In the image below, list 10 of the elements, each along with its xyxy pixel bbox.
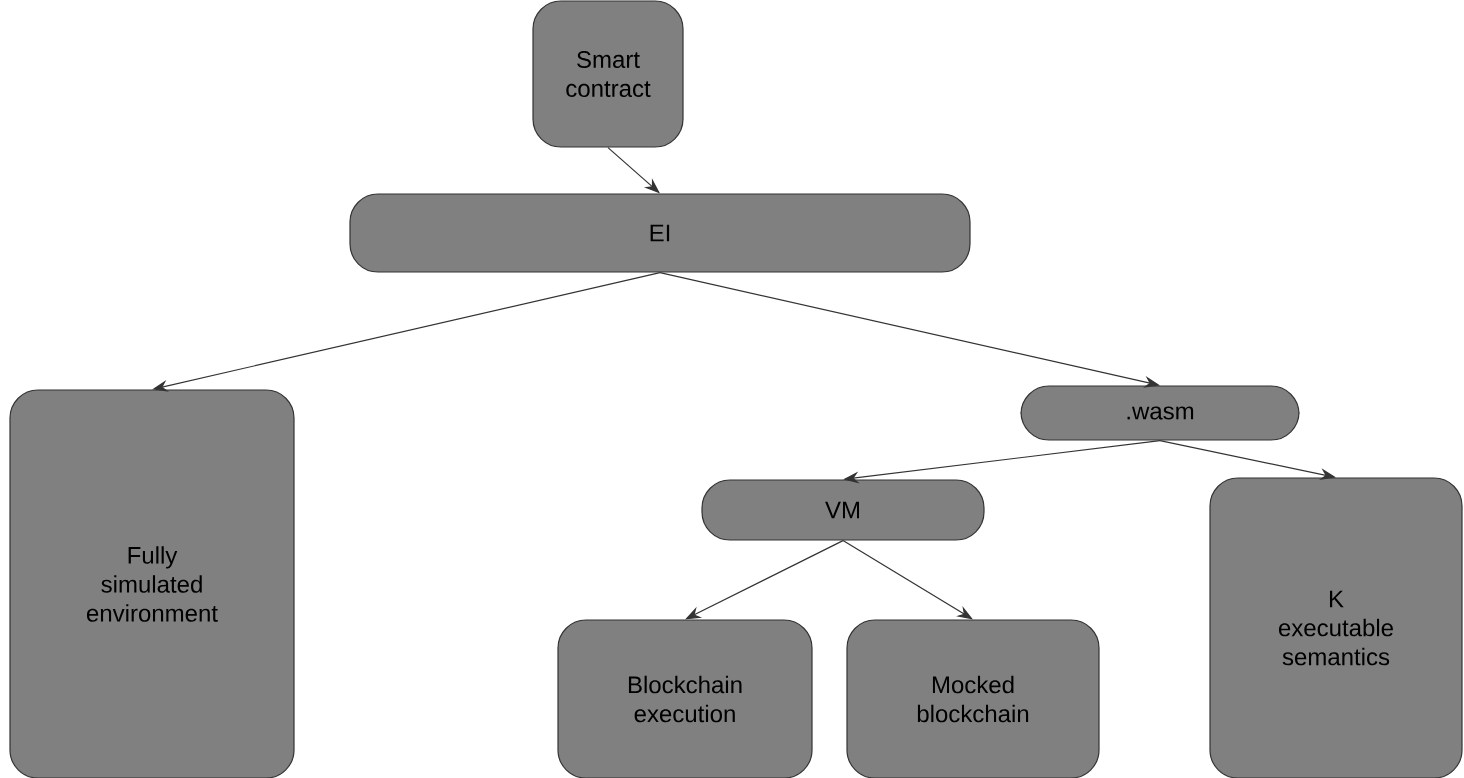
process-box: EI — [349, 193, 971, 273]
process-box: VM — [701, 479, 985, 541]
process-box: Smart contract — [532, 0, 684, 148]
process-box: K executable semantics — [1209, 477, 1463, 778]
process-box: Mocked blockchain — [846, 619, 1100, 778]
process-box: Fully simulated environment — [9, 389, 295, 778]
arrow — [685, 540, 844, 620]
process-box: .wasm — [1020, 385, 1300, 441]
arrow — [842, 540, 973, 620]
process-box: Blockchain execution — [557, 619, 813, 778]
